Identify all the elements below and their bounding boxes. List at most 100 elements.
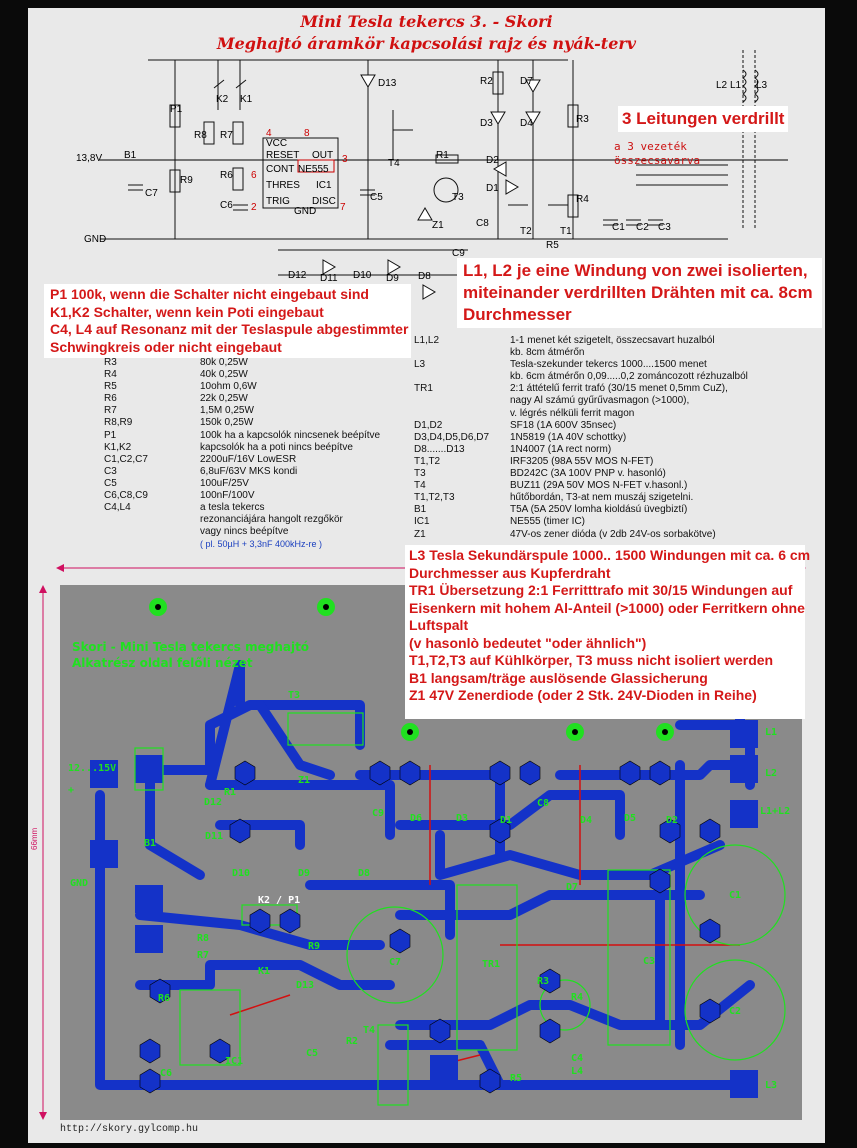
ref-d12: D12 [288,270,307,281]
pcb-label-t4: T4 [363,1025,376,1036]
pcb-label-l4: L4 [571,1066,584,1077]
pcb-label-plus: + [68,785,75,796]
pad-group [139,760,721,1094]
pcb-label-c2: C2 [729,1006,742,1017]
pcb-label-d7: D7 [566,882,579,893]
ref-t3: T3 [452,192,464,203]
pcb-label-r6: R6 [158,993,171,1004]
ic-pin-8: 8 [304,128,310,139]
ref-d2: D2 [486,155,499,166]
ref-t1: T1 [560,226,572,237]
ref-r1: R1 [436,150,449,161]
ref-p1: P1 [170,104,183,115]
ref-r9: R9 [180,175,193,186]
ref-k2: K2 [216,94,229,105]
pcb-label-d9: D9 [298,868,311,879]
ref-d3: D3 [480,118,493,129]
pcb-label-k2p1: K2 / P1 [258,895,301,906]
pcb-label-tr1: TR1 [482,959,501,970]
supply-voltage-label: 13,8V [76,153,103,164]
ref-d9: D9 [386,273,399,284]
title-line1: Mini Tesla tekercs 3. - Skori [300,12,553,31]
ic-ref: IC1 [316,180,332,191]
ref-z1: Z1 [432,220,444,231]
pcb-title: Skori - Mini Tesla tekercs meghajtó Alka… [72,640,310,670]
pcb-label-ic1: IC1 [225,1056,244,1067]
pcb-label-d1: D1 [500,815,513,826]
pcb-label-c1: C1 [729,890,742,901]
ref-c1: C1 [612,222,625,233]
pcb-label-c8: C8 [537,798,550,809]
ic-pin-out: OUT [312,150,334,161]
ref-c8: C8 [476,218,489,229]
pcb-label-l2: L2 [765,768,778,779]
pcb-label-d8: D8 [358,868,371,879]
pcb-label-l1: L1 [765,727,778,738]
pcb-label-d13: D13 [296,980,315,991]
note-l1-l2: L1, L2 je eine Windung von zwei isoliert… [457,258,822,328]
ref-t2: T2 [520,226,532,237]
ic-pin-vcc: VCC [266,138,288,149]
ic-pin-gnd: GND [294,206,317,217]
pcb-label-b1: B1 [144,838,157,849]
pcb-label-l1l2: L1+L2 [760,806,791,817]
ref-r3: R3 [576,114,589,125]
height-dimension [39,585,47,1120]
pcb-label-c3: C3 [643,956,656,967]
ref-b1: B1 [124,150,137,161]
pcb-label-c7: C7 [389,957,402,968]
ref-d7: D7 [520,76,533,87]
pcb-label-r1: R1 [224,787,237,798]
ref-r5: R5 [546,240,559,251]
website-link[interactable]: http://skory.gylcomp.hu [60,1124,199,1135]
ic-pin-7: 7 [340,202,346,213]
ref-d11: D11 [320,273,338,284]
ref-d13: D13 [378,78,397,89]
ref-c3: C3 [658,222,671,233]
ref-c5: C5 [370,192,383,203]
pcb-label-z1: Z1 [298,775,311,786]
pcb-label-d5: D5 [624,813,637,824]
ref-l2: L2 [716,80,728,91]
ic-pin-3: 3 [342,154,348,165]
ref-l3: L3 [756,80,768,91]
ref-c2: C2 [636,222,649,233]
pcb-label-c4: C4 [571,1053,584,1064]
pcb-label-d12: D12 [204,797,223,808]
schematic-diagram [100,50,788,300]
ref-r8: R8 [194,130,207,141]
ref-c7: C7 [145,188,158,199]
ic-pin-trig: TRIG [266,196,290,207]
ic-pin-thres: THRES [266,180,300,191]
ref-k1: K1 [240,94,253,105]
ic-pin-cont: CONT [266,164,295,175]
ic-pin-disc: DISC [312,196,336,207]
ic-name: NE555 [298,164,329,175]
ref-d4: D4 [520,118,533,129]
pcb-label-d2: D2 [666,815,679,826]
ref-r2: R2 [480,76,493,87]
pcb-label-gnd: GND [70,878,89,889]
pcb-label-r2: R2 [346,1036,359,1047]
pcb-label-r9: R9 [308,941,321,952]
pcb-label-c6: C6 [160,1068,173,1079]
pcb-label-d11: D11 [205,831,224,842]
title-line2: Meghajtó áramkör kapcsolási rajz és nyák… [216,34,637,53]
dimension-66mm: 66mm [30,827,39,850]
pcb-label-c5: C5 [306,1048,319,1059]
ic-pin-4: 4 [266,128,272,139]
pcb-label-d6: D6 [410,813,423,824]
ic-pin-6: 6 [251,170,257,181]
pcb-label-r4: R4 [571,992,584,1003]
wire-note-line1: a 3 vezeték [614,140,687,153]
pcb-label-d3: D3 [456,813,469,824]
pcb-label-voltage: 12...15V [68,763,117,774]
pcb-label-d4: D4 [580,815,593,826]
note-p1-k1k2: P1 100k, wenn die Schalter nicht eingeba… [44,284,411,358]
ref-d1: D1 [486,183,499,194]
ground-label: GND [84,234,107,245]
wire-note-line2: összecsavarva [614,154,701,167]
